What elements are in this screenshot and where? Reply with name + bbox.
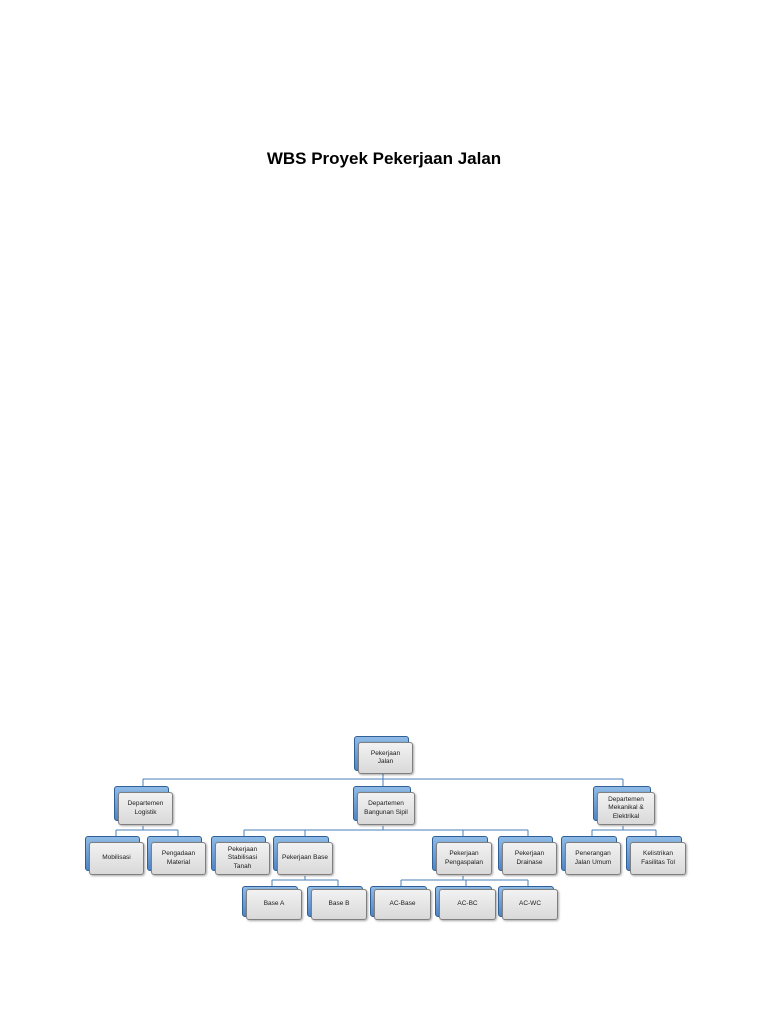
node-pekerjaan-jalan: Pekerjaan Jalan (358, 742, 413, 774)
node-pengadaan-material: Pengadaan Material (151, 842, 206, 875)
node-ac-bc: AC-BC (439, 889, 496, 920)
node-penerangan-jalan-umum: Penerangan Jalan Umum (565, 842, 621, 875)
node-ac-base: AC-Base (374, 889, 431, 920)
node-base-b: Base B (311, 889, 367, 920)
node-departemen-mekanikal-elektrikal: Departemen Mekanikal & Elektrikal (597, 792, 655, 825)
node-ac-wc: AC-WC (502, 889, 558, 920)
node-pekerjaan-pengaspalan: Pekerjaan Pengaspalan (436, 842, 492, 875)
node-departemen-bangunan-sipil: Departemen Bangunan Sipil (357, 792, 415, 825)
node-kelistrikan-fasilitas-tol: Kelistrikan Fasilitas Tol (630, 842, 686, 875)
node-mobilisasi: Mobilisasi (89, 842, 144, 875)
node-pekerjaan-base: Pekerjaan Base (277, 842, 333, 875)
node-departemen-logistik: Departemen Logistik (118, 792, 173, 825)
page-title: WBS Proyek Pekerjaan Jalan (266, 149, 502, 168)
node-base-a: Base A (246, 889, 302, 920)
node-pekerjaan-drainase: Pekerjaan Drainase (502, 842, 557, 875)
node-pekerjaan-stabilisasi-tanah: Pekerjaan Stabilisasi Tanah (215, 842, 270, 875)
